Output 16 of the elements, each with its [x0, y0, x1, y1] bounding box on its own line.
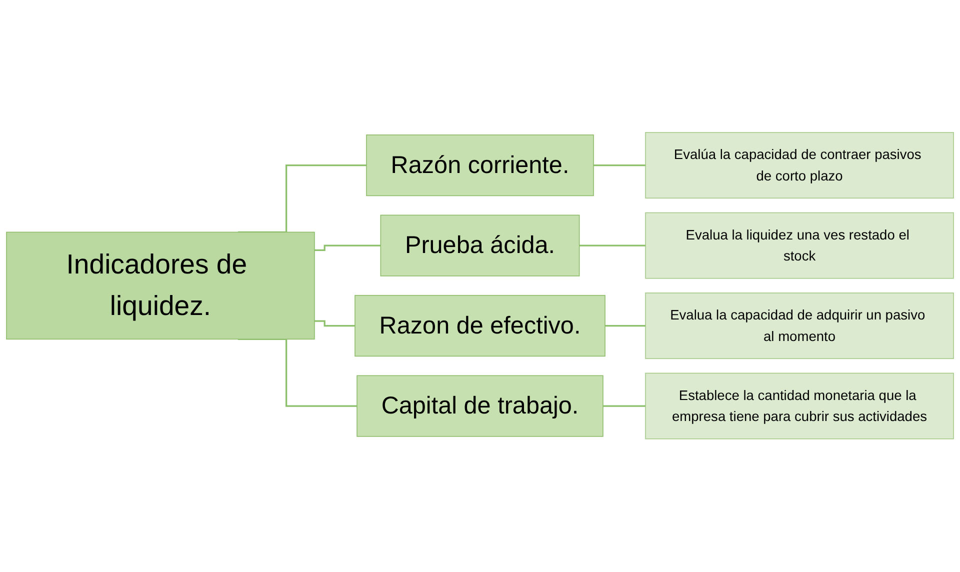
node-box: Prueba ácida. [380, 215, 580, 277]
node-box: Indicadores de liquidez. [6, 232, 315, 340]
node-box: Evalúa la capacidad de contraer pasivos de corto plazo [645, 132, 954, 199]
connector [579, 245, 646, 247]
node-box: Capital de trabajo. [356, 376, 604, 438]
connector [314, 245, 381, 252]
node-box: Razon de efectivo. [354, 295, 606, 357]
node-box: Evalua la capacidad de adquirir un pasivo al momento [645, 292, 954, 360]
connector [314, 320, 355, 327]
node-box: Razón corriente. [366, 134, 594, 196]
connector [605, 325, 646, 327]
node-box: Establece la cantidad monetaria que la empresa tiene para cubrir sus actividades [645, 373, 954, 440]
node-box: Evalua la liquidez una ves restado el stock [645, 212, 954, 280]
connector [603, 406, 646, 408]
connector [238, 164, 366, 234]
connector [594, 164, 646, 166]
